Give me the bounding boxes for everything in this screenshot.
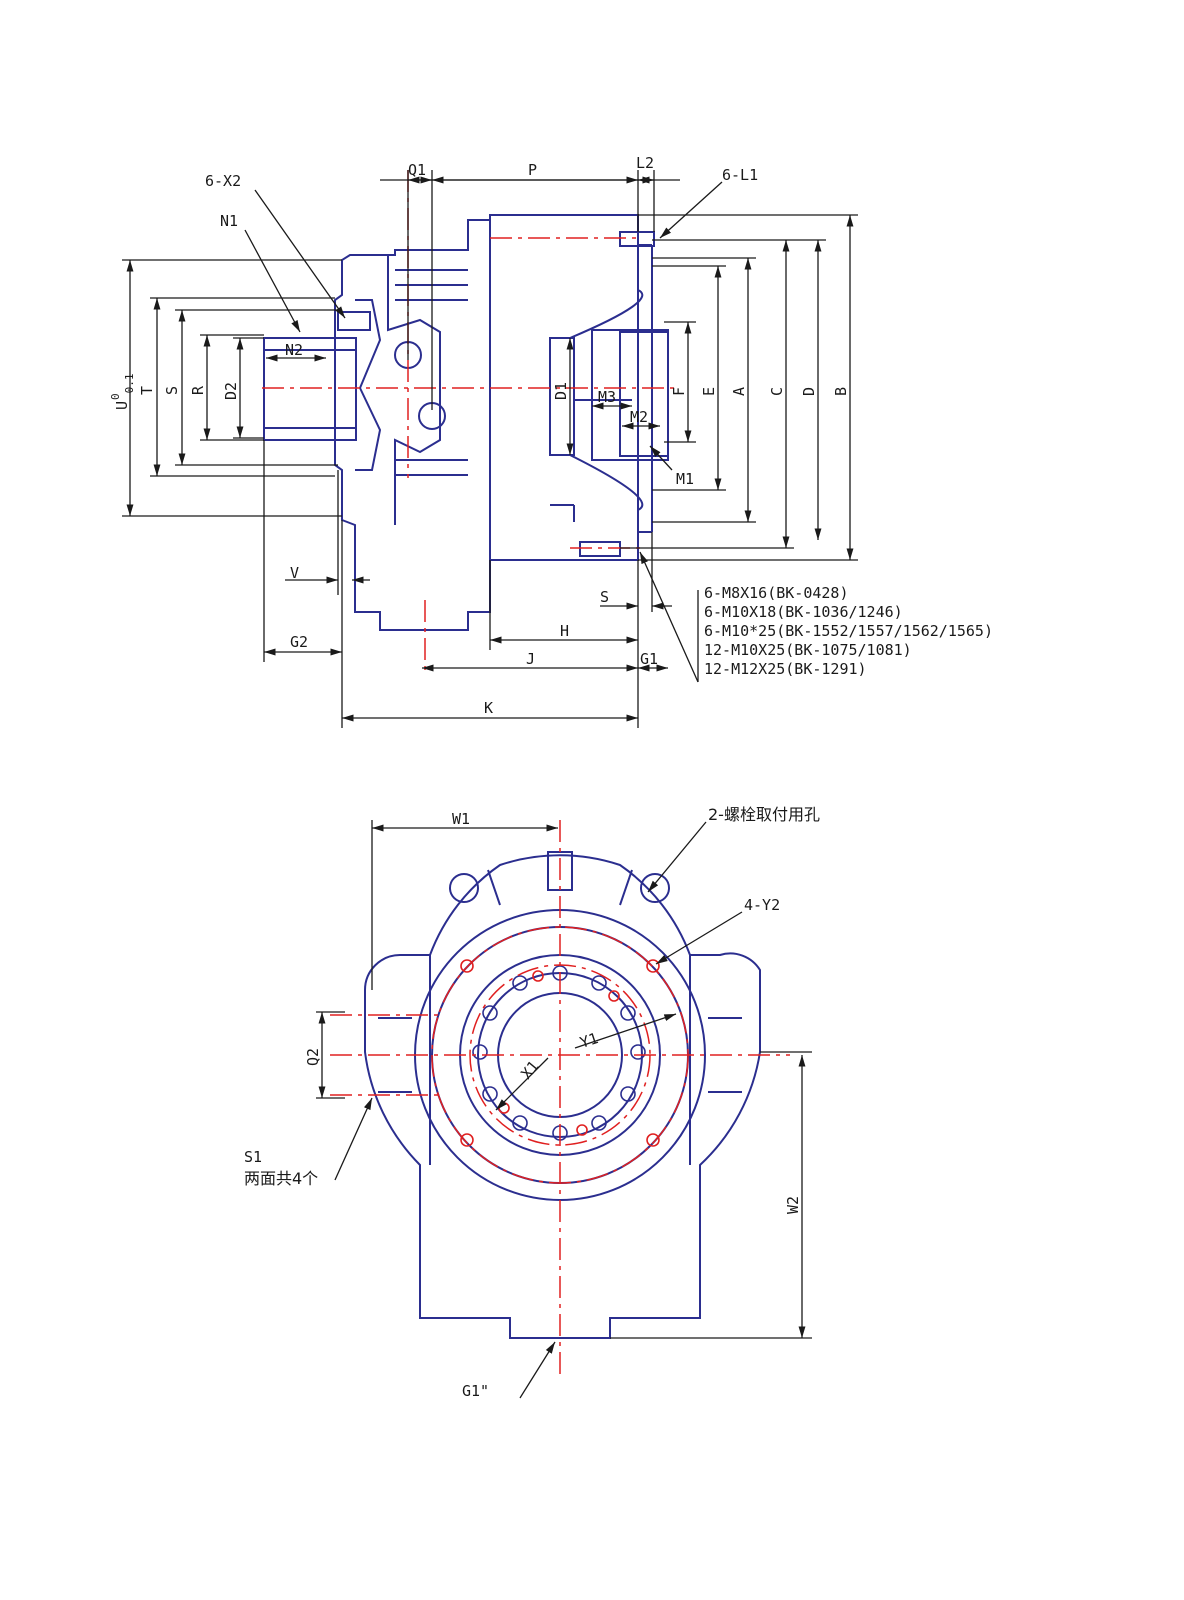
side-view-labels: 6-X2 N1 N2 Q1 P L2 6-L1 U 0 -0.1 T S R D… — [109, 154, 993, 717]
label-b: B — [832, 387, 850, 396]
front-view: W1 2-螺栓取付用孔 4-Y2 Y1 X1 Q2 S1 两面共4个 W2 G1… — [244, 805, 820, 1400]
label-d2: D2 — [222, 382, 240, 400]
label-l2: L2 — [636, 154, 654, 172]
label-u-lower: -0.1 — [123, 374, 136, 401]
bolt-notes: 6-M8X16(BK-0428) 6-M10X18(BK-1036/1246) … — [704, 584, 993, 678]
label-e: E — [700, 387, 718, 396]
label-n2: N2 — [285, 341, 303, 359]
label-d1: D1 — [552, 382, 570, 400]
label-s1-note: 两面共4个 — [244, 1169, 318, 1188]
label-r: R — [189, 385, 207, 395]
label-x1: X1 — [517, 1057, 542, 1082]
label-a: A — [730, 387, 748, 396]
label-d: D — [800, 387, 818, 396]
side-view-outline — [263, 214, 669, 631]
bolt-note-4: 12-M10X25(BK-1075/1081) — [704, 641, 912, 659]
side-view: 6-X2 N1 N2 Q1 P L2 6-L1 U 0 -0.1 T S R D… — [109, 154, 993, 728]
label-6-x2: 6-X2 — [205, 172, 241, 190]
label-w2: W2 — [784, 1196, 802, 1214]
front-view-labels: W1 2-螺栓取付用孔 4-Y2 Y1 X1 Q2 S1 两面共4个 W2 G1… — [244, 805, 820, 1400]
label-j: J — [526, 650, 535, 668]
label-c: C — [768, 387, 786, 396]
bolt-note-1: 6-M8X16(BK-0428) — [704, 584, 849, 602]
label-s-upper: S — [163, 386, 181, 395]
label-f: F — [670, 387, 688, 396]
label-y1: Y1 — [578, 1029, 601, 1052]
label-u-tolerance: U 0 -0.1 — [109, 374, 136, 411]
label-s-lower: S — [600, 588, 609, 606]
side-view-centerlines — [262, 170, 680, 670]
label-h: H — [560, 622, 569, 640]
label-g2: G2 — [290, 633, 308, 651]
label-q1: Q1 — [408, 161, 426, 179]
label-t: T — [138, 386, 156, 395]
label-m2: M2 — [630, 408, 648, 426]
bolt-note-2: 6-M10X18(BK-1036/1246) — [704, 603, 903, 621]
label-u: U — [113, 401, 131, 410]
label-4-y2: 4-Y2 — [744, 896, 780, 914]
label-k: K — [484, 699, 493, 717]
front-view-red-holes — [460, 959, 660, 1147]
front-view-centerlines — [330, 820, 790, 1378]
bolt-note-5: 12-M12X25(BK-1291) — [704, 660, 867, 678]
label-g1: G1 — [640, 650, 658, 668]
label-u-upper: 0 — [109, 393, 122, 400]
label-2-bolt-holes: 2-螺栓取付用孔 — [708, 805, 820, 824]
label-m3: M3 — [598, 388, 616, 406]
label-p: P — [528, 161, 537, 179]
label-s1: S1 — [244, 1148, 262, 1166]
label-w1: W1 — [452, 810, 470, 828]
label-6-l1: 6-L1 — [722, 166, 758, 184]
label-q2: Q2 — [304, 1048, 322, 1066]
label-m1: M1 — [676, 470, 694, 488]
bolt-note-3: 6-M10*25(BK-1552/1557/1562/1565) — [704, 622, 993, 640]
label-g1-quote: G1" — [462, 1382, 489, 1400]
side-view-dimension-lines — [122, 170, 858, 728]
front-view-dimension-lines — [316, 820, 812, 1399]
label-n1: N1 — [220, 212, 238, 230]
label-v: V — [290, 564, 299, 582]
